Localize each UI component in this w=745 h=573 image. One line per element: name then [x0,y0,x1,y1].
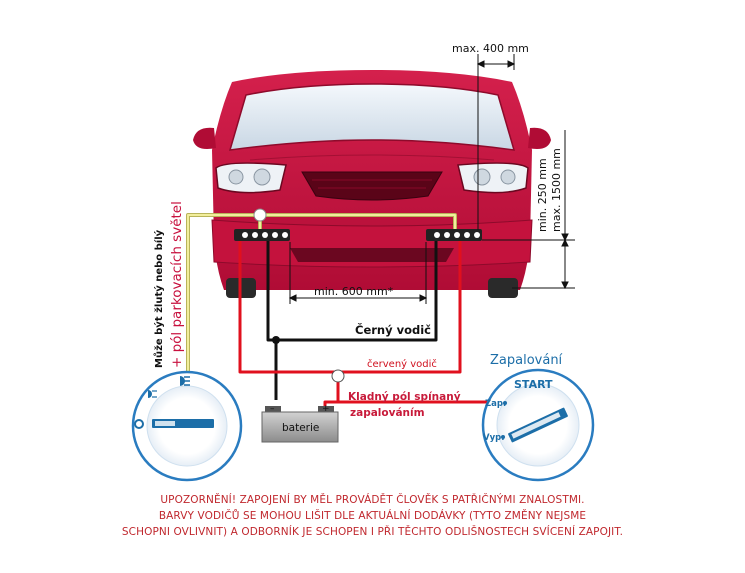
red-wire-junction [331,369,345,383]
car [193,70,551,298]
right-mirror [528,127,551,149]
black-wire-junction [272,336,280,344]
min-spacing-label: min. 600 mm* [314,285,394,298]
windshield [228,83,516,151]
warning-line-1: UPOZORNĚNÍ! ZAPOJENÍ BY MĚL PROVÁDĚT ČLO… [160,494,585,506]
light-switch [131,370,243,482]
headlamp-icon [180,376,190,386]
yellow-wire-junction [253,208,267,222]
ignition-on-label: Zap. [485,399,506,409]
battery-label: baterie [282,422,319,434]
warning-line-3: SCHOPNI OVLIVNIT) A ODBORNÍK JE SCHOPEN … [121,526,624,538]
battery: – + [261,404,339,443]
ignition-switch [481,368,595,482]
left-headlight [215,162,287,194]
left-drl-module [234,229,290,241]
off-icon [134,419,144,429]
parking-lights-label: + pól parkovacích světel [169,201,185,368]
switched-positive-label-2: zapalováním [350,407,425,419]
ignition-start-label: START [514,378,553,391]
min-height-label: min. 250 mm [536,158,549,232]
right-drl-module [426,229,482,241]
left-mirror [193,127,216,149]
lower-intake [290,248,454,262]
switched-positive-label-1: Kladný pól spínaný [348,391,461,403]
ignition-off-label: Vyp. [483,433,504,443]
right-wheel [488,278,518,298]
black-wire-label: Černý vodič [355,322,431,337]
yellow-wire-label: Může být žlutý nebo bílý [152,229,165,368]
red-wire-label: červený vodič [367,358,437,370]
grille [301,171,443,201]
svg-text:–: – [270,404,275,414]
ignition-title: Zapalování [490,353,563,368]
right-headlight [457,162,529,194]
warning-line-2: BARVY VODIČŮ SE MOHOU LIŠIT DLE AKTUÁLNÍ… [158,510,587,522]
dimension-lines [288,54,575,304]
max-height-label: max. 1500 mm [550,148,563,232]
svg-text:+: + [322,404,330,414]
parking-light-icon [148,390,157,398]
warning-notice: UPOZORNĚNÍ! ZAPOJENÍ BY MĚL PROVÁDĚT ČLO… [60,492,685,540]
max-width-label: max. 400 mm [452,42,529,55]
